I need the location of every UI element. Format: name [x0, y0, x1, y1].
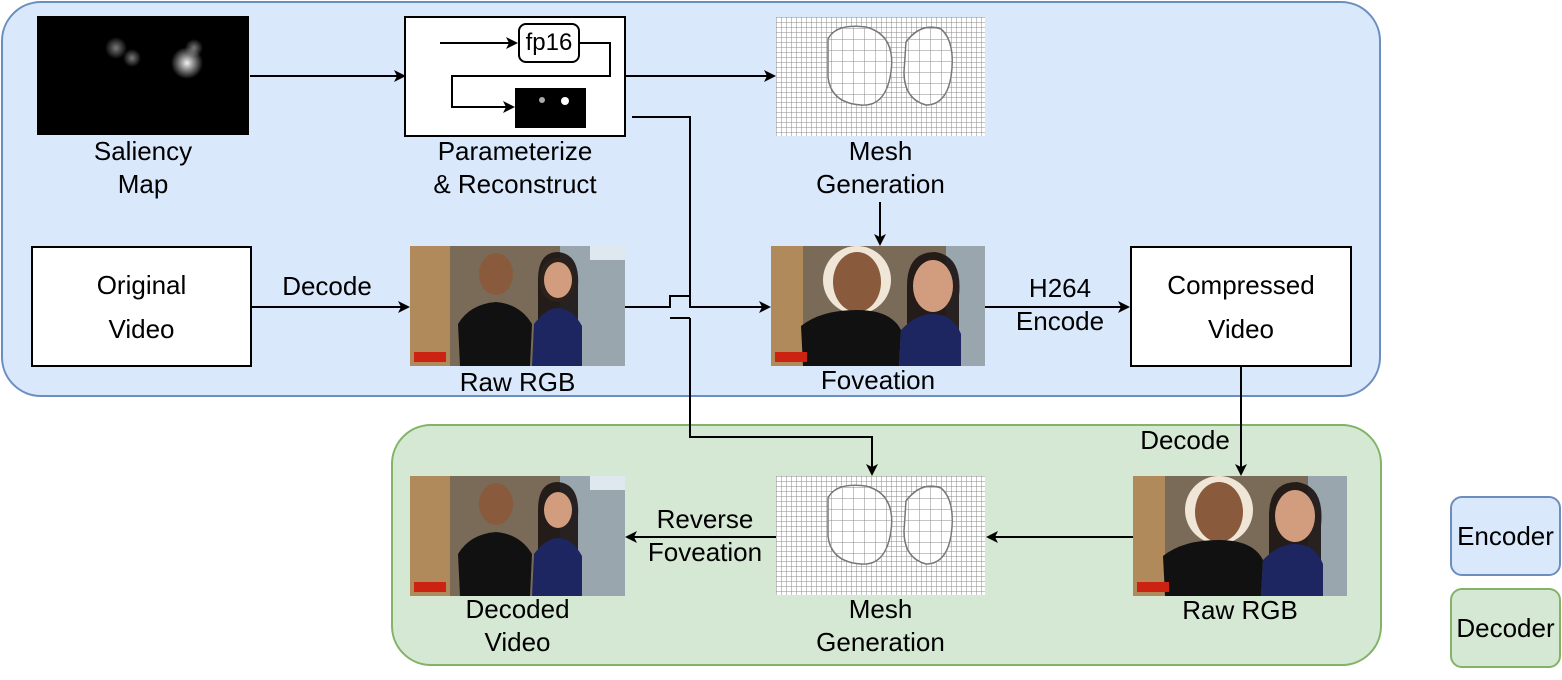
- original-video-box: Original Video: [31, 246, 252, 367]
- reverse-foveation-label: Reverse Foveation: [647, 504, 763, 567]
- encoder-mesh-label: Mesh Generation: [816, 136, 945, 199]
- encoder-raw-rgb-label: Raw RGB: [459, 367, 576, 397]
- decoder-raw-rgb-label: Raw RGB: [1182, 595, 1298, 625]
- decoder-mesh-image: [776, 476, 985, 595]
- legend-decoder: Decoder: [1450, 588, 1561, 668]
- decoded-video-frame: [410, 476, 625, 596]
- parameterize-label: Parameterize & Reconstruct: [433, 136, 597, 199]
- encoder-mesh-image: [776, 17, 985, 136]
- compressed-video-box: Compressed Video: [1130, 246, 1352, 367]
- encoder-raw-rgb-frame: [410, 246, 625, 366]
- foveation-frame: [771, 246, 985, 366]
- decoder-decode-label: Decode: [1140, 425, 1230, 455]
- decoder-mesh-label: Mesh Generation: [816, 594, 945, 657]
- reconstructed-saliency-thumbnail: [515, 88, 586, 128]
- foveation-label: Foveation: [820, 365, 936, 395]
- saliency-map-label: Saliency Map: [93, 136, 193, 199]
- decoder-raw-rgb-frame: [1133, 476, 1347, 596]
- saliency-map-image: [37, 16, 249, 135]
- decoded-video-label: Decoded Video: [465, 594, 570, 657]
- arrow-rawrgb-to-foveation: [625, 295, 771, 313]
- arrow-param-to-decoder-mesh: [632, 116, 872, 474]
- arrow-fp16-to-thumbnail: [451, 42, 611, 113]
- decode-edge-label: Decode: [282, 271, 372, 301]
- h264-encode-label: H264 Encode: [1015, 273, 1105, 336]
- legend-encoder: Encoder: [1450, 496, 1561, 576]
- fp16-box: fp16: [518, 23, 580, 63]
